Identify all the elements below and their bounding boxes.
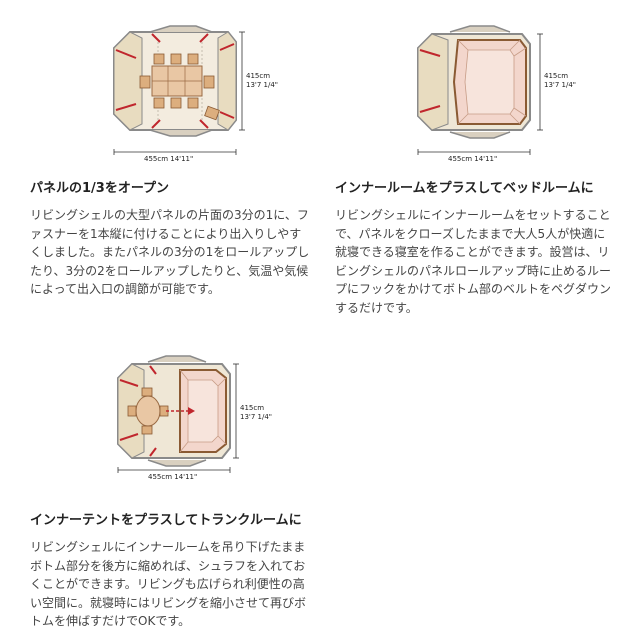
floorplan-diagram-open-panel: 415cm 13'7 1/4" 455cm 14'11": [100, 20, 290, 170]
body-line: リビングシェルにインナールームをセットすること: [335, 208, 611, 222]
body-line: ァスナーを1本縦に付けることにより出入りしやす: [30, 226, 302, 241]
inner-room: [452, 39, 527, 125]
depth-cm-label: 415cm: [240, 404, 264, 412]
width-label: 455cm 14'11": [144, 155, 193, 163]
section-body-trunk-room: リビングシェルにインナールームを吊り下げたまま ボトム部分を後方に縮めれば、シュ…: [30, 538, 306, 631]
body-line: リビングシェルにインナールームを吊り下げたまま: [30, 540, 306, 554]
section-heading-bedroom: インナールームをプラスしてベッドルームに: [335, 181, 594, 196]
body-line: ボトム部分を後方に縮めれば、シュラフを入れてお: [30, 558, 306, 573]
depth-in-label: 13'7 1/4": [240, 413, 272, 421]
body-line: するだけです。: [335, 300, 418, 315]
depth-cm-label: 415cm: [246, 72, 270, 80]
floorplan-diagram-trunk-room: 415cm 13'7 1/4" 455cm 14'11": [108, 352, 288, 492]
dimension-lines: [113, 31, 245, 155]
depth-cm-label: 415cm: [544, 72, 568, 80]
body-line: たり、3分の2をロールアップしたりと、気温や気候: [30, 263, 309, 278]
inner-room: [179, 369, 227, 453]
depth-in-label: 13'7 1/4": [544, 81, 576, 89]
section-body-open-panel: リビングシェルの大型パネルの片面の3分の1に、フ ァスナーを1本縦に付けることに…: [30, 206, 309, 299]
section-heading-trunk-room: インナーテントをプラスしてトランクルームに: [30, 513, 302, 528]
section-body-bedroom: リビングシェルにインナールームをセットすること で、パネルをクローズしたままで大…: [335, 206, 611, 317]
dimension-lines: [417, 33, 543, 155]
table-and-chairs: [127, 387, 169, 435]
body-line: い空間に。就寝時にはリビングを縮小させて再びボ: [30, 595, 307, 610]
body-line: で、パネルをクローズしたままで大人5人が快適に: [335, 226, 606, 241]
body-line: ビングシェルのパネルロールアップ時に止めるルー: [335, 263, 612, 278]
body-line: くしました。またパネルの3分の1をロールアップし: [30, 245, 310, 259]
body-line: によって出入口の調節が可能です。: [30, 282, 220, 296]
section-heading-open-panel: パネルの1/3をオープン: [30, 181, 170, 196]
body-line: プにフックをかけてボトム部のベルトをペグダウン: [335, 282, 612, 296]
width-label: 455cm 14'11": [448, 155, 497, 163]
body-line: リビングシェルの大型パネルの片面の3分の1に、フ: [30, 208, 309, 222]
arrow-icon: [166, 407, 195, 415]
width-label: 455cm 14'11": [148, 473, 197, 481]
body-line: トムを伸ばすだけでOKです。: [30, 614, 191, 628]
dimension-lines: [117, 363, 239, 473]
depth-in-label: 13'7 1/4": [246, 81, 278, 89]
floorplan-diagram-bedroom: 415cm 13'7 1/4" 455cm 14'11": [410, 20, 580, 170]
table-and-chairs: [139, 53, 220, 121]
body-line: くことができます。リビングも広げられ利便性の高: [30, 577, 305, 591]
body-line: 就寝できる寝室を作ることができます。設営は、リ: [335, 245, 610, 259]
